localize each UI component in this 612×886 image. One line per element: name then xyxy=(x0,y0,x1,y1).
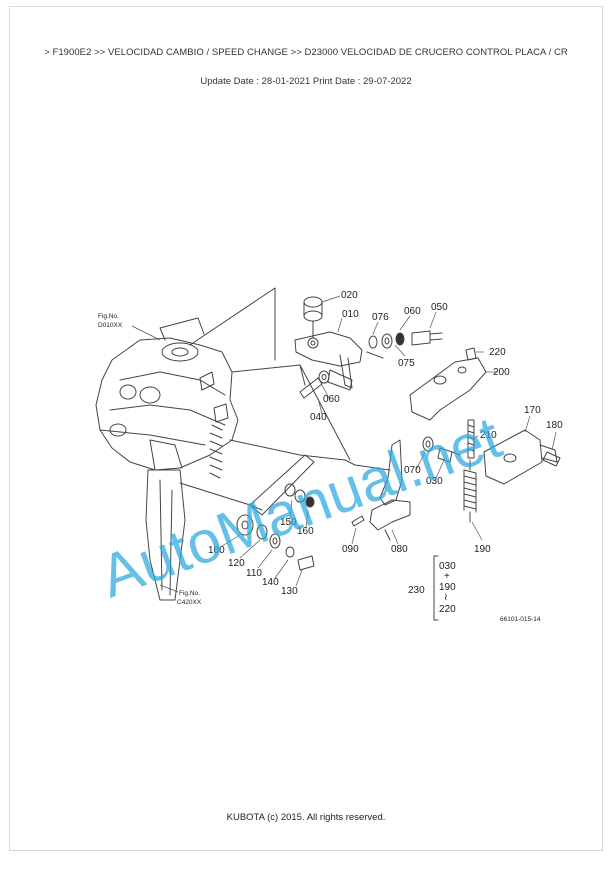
part-label-080: 080 xyxy=(391,544,408,555)
part-label-190: 190 xyxy=(474,544,491,555)
part-label-220: 220 xyxy=(489,347,506,358)
part-label-075: 075 xyxy=(398,358,415,369)
part-label-040: 040 xyxy=(310,412,327,423)
bracket-200 xyxy=(409,347,487,421)
spring-190 xyxy=(463,459,477,523)
part-label-170: 170 xyxy=(524,405,541,416)
kit-item-030: 030 xyxy=(439,561,456,572)
bushings-lower xyxy=(256,524,315,571)
part-label-140: 140 xyxy=(262,577,279,588)
part-label-210: 210 xyxy=(480,430,497,441)
part-label-130: 130 xyxy=(281,586,298,597)
part-label-050: 050 xyxy=(431,302,448,313)
kit-item-220: 220 xyxy=(439,604,456,615)
kit-bracket xyxy=(433,555,439,621)
plate-010 xyxy=(294,331,363,391)
part-label-010: 010 xyxy=(342,309,359,320)
part-label-200: 200 xyxy=(493,367,510,378)
part-label-120: 120 xyxy=(228,558,245,569)
part-label-160: 160 xyxy=(297,526,314,537)
lower-casting xyxy=(145,439,186,601)
kit-plus-icon: ≀ xyxy=(444,592,448,603)
fig-ref-bottom-line1: Fig.No. xyxy=(179,590,200,597)
part-label-020: 020 xyxy=(341,290,358,301)
bolt-180 xyxy=(542,451,561,467)
washers-150-160 xyxy=(284,483,315,508)
copyright-footer: KUBOTA (c) 2015. All rights reserved. xyxy=(226,812,386,823)
part-label-030: 030 xyxy=(426,476,443,487)
fastener-stack-top xyxy=(366,330,443,359)
link-100 xyxy=(236,454,315,536)
washer-bolt-030 xyxy=(422,436,461,463)
part-label-110: 110 xyxy=(246,568,262,579)
part-label-090: 090 xyxy=(342,544,359,555)
kit-item-190: 190 xyxy=(439,582,456,593)
part-label-150: 150 xyxy=(280,517,297,528)
part-label-060a: 060 xyxy=(404,306,421,317)
page-frame xyxy=(9,6,603,851)
bolt-040 xyxy=(299,370,330,399)
pin-090 xyxy=(351,515,365,527)
rod-line-2 xyxy=(229,439,391,471)
transmission-housing xyxy=(95,287,306,479)
rod-line-3 xyxy=(299,364,351,461)
part-label-060b: 060 xyxy=(323,394,340,405)
part-label-070: 070 xyxy=(404,465,421,476)
fig-ref-top-line1: Fig.No. xyxy=(98,313,119,320)
knob-020 xyxy=(303,296,323,339)
part-label-076: 076 xyxy=(372,312,389,323)
part-label-180: 180 xyxy=(546,420,563,431)
breadcrumb: > F1900E2 >> VELOCIDAD CAMBIO / SPEED CH… xyxy=(44,47,568,58)
drawing-number: 66101-015-14 xyxy=(500,616,541,623)
stud-210 xyxy=(467,419,475,459)
fig-ref-bottom-line2: C420XX xyxy=(177,599,202,606)
part-label-100: 100 xyxy=(208,545,225,556)
fig-ref-top-line2: D010XX xyxy=(98,322,123,329)
lever-080 xyxy=(369,439,411,541)
update-print-dates: Update Date : 28-01-2021 Print Date : 29… xyxy=(200,76,412,87)
kit-plus-icon: + xyxy=(444,571,450,582)
kit-id-230: 230 xyxy=(408,585,425,596)
